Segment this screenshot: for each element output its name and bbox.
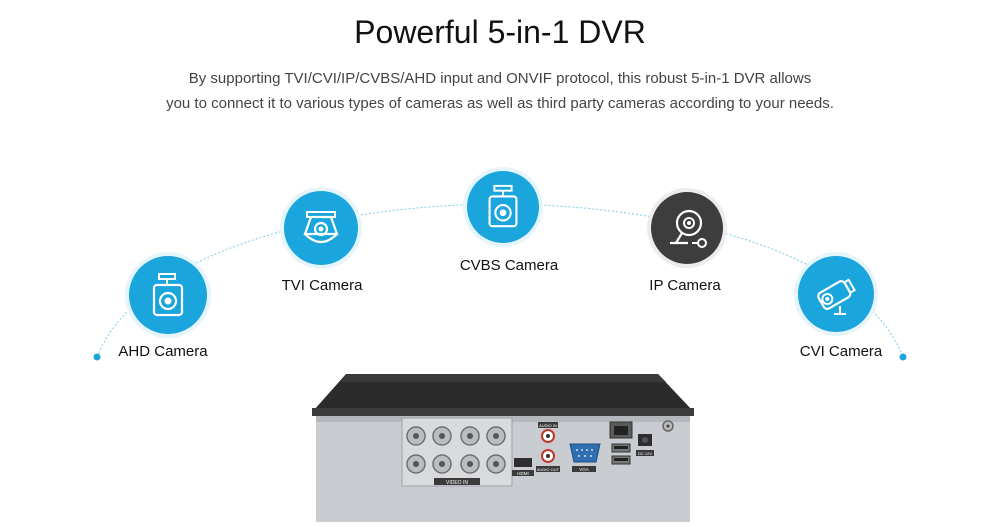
- arc-end-dot-right: [899, 353, 907, 361]
- page-title: Powerful 5-in-1 DVR: [354, 14, 646, 50]
- video-in-label: VIDEO IN: [446, 480, 468, 486]
- bullet-camera-icon: [152, 273, 184, 317]
- bullet-camera-icon: [488, 184, 518, 228]
- camera-label-cvi: CVI Camera: [799, 343, 883, 360]
- arc-end-dot-left: [93, 353, 101, 361]
- camera-label-cvbs: CVBS Camera: [459, 257, 559, 274]
- page-description: By supporting TVI/CVI/IP/CVBS/AHD input …: [0, 66, 1000, 116]
- bnc-ports: [406, 426, 506, 474]
- audio-in-label: AUDIO IN: [539, 423, 557, 428]
- ip-camera-badge: [651, 192, 723, 264]
- vga-label: VGA: [579, 467, 589, 472]
- hdmi-label: HDMI: [517, 471, 529, 476]
- cvbs-camera-badge: [467, 171, 539, 243]
- bullet-camera-icon: [817, 278, 856, 315]
- ahd-camera-badge: [129, 256, 207, 334]
- power-label: DC 12V: [638, 451, 652, 456]
- camera-label-ahd: AHD Camera: [118, 343, 208, 360]
- description-line-1: By supporting TVI/CVI/IP/CVBS/AHD input …: [188, 70, 812, 87]
- cvi-camera-badge: [798, 256, 874, 332]
- camera-label-tvi: TVI Camera: [281, 277, 363, 294]
- ip-camera-icon: [670, 209, 707, 248]
- tvi-camera-badge: [284, 191, 358, 265]
- description-line-2: you to connect it to various types of ca…: [166, 95, 834, 112]
- audio-out-label: AUDIO OUT: [537, 467, 560, 472]
- dvr-device: VIDEO IN HDMI AUDIO IN AUDIO OUT VGA: [306, 372, 698, 527]
- dome-camera-icon: [303, 211, 339, 244]
- camera-label-ip: IP Camera: [649, 277, 721, 294]
